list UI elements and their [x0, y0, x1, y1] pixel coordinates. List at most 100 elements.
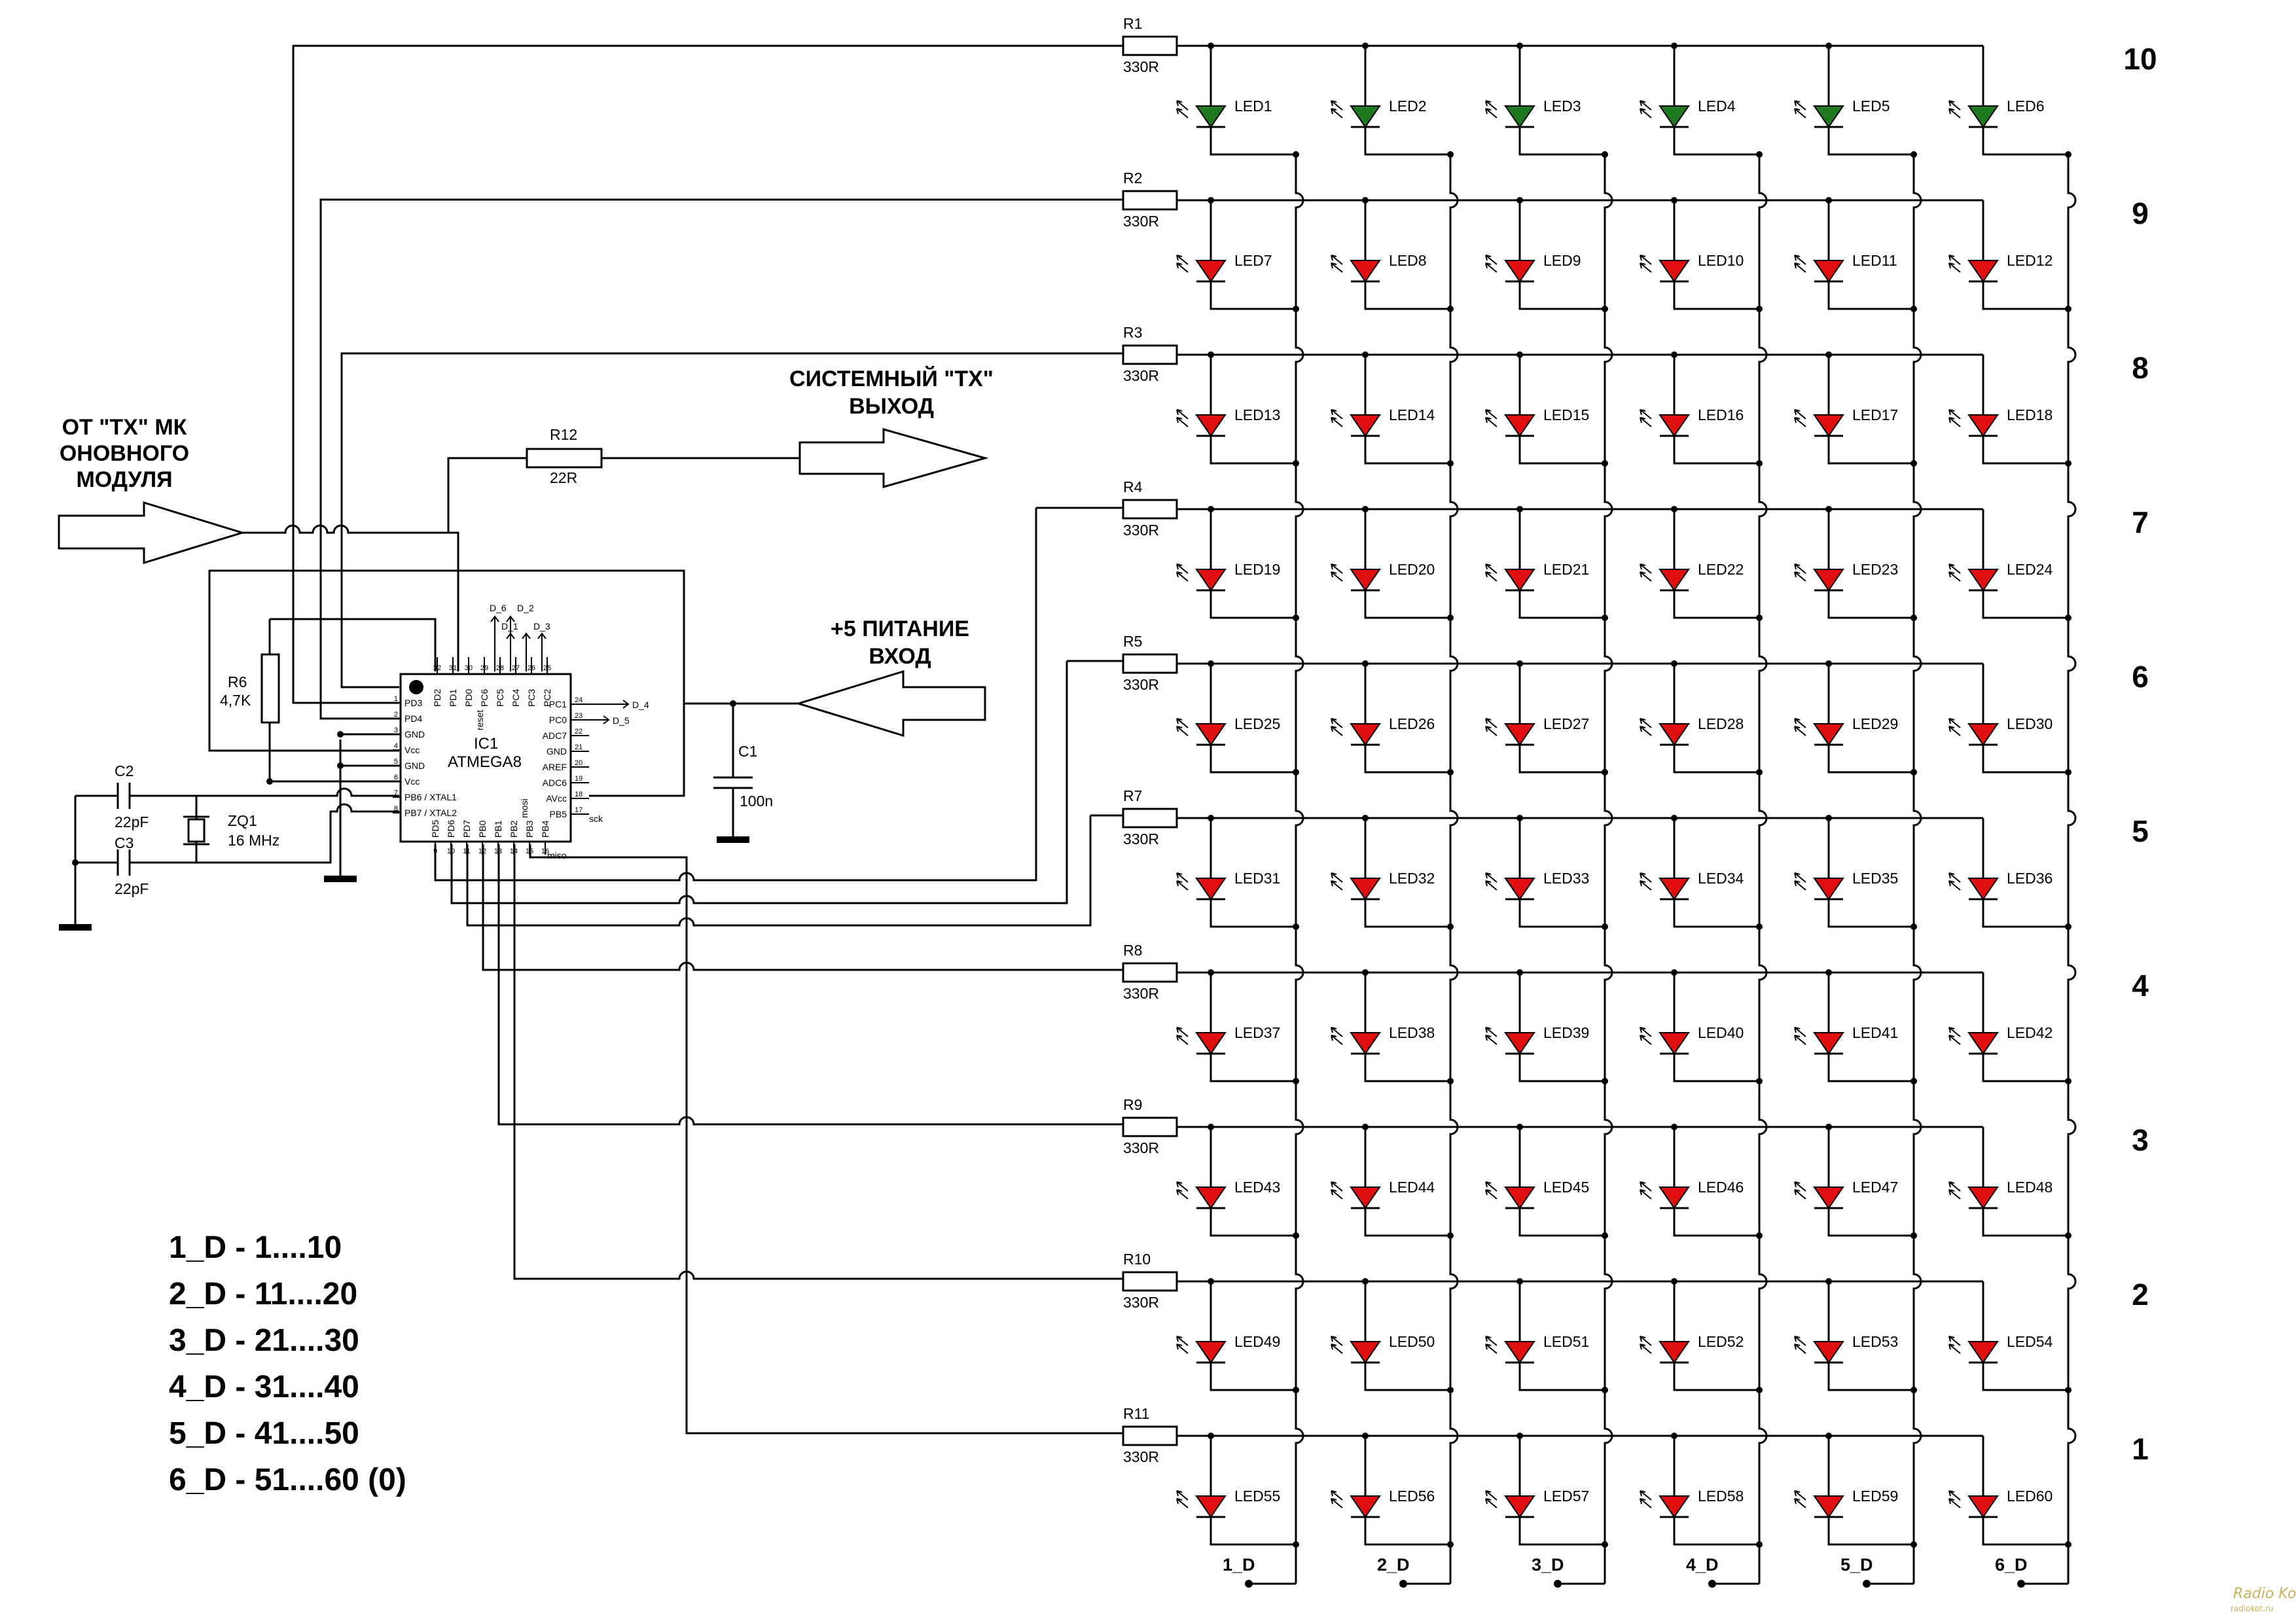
ic-pin-name: Vcc [404, 776, 420, 787]
ic1-sck-label: sck [589, 813, 603, 824]
led-cell: LED11 [1794, 197, 1917, 312]
led-label: LED5 [1852, 98, 1890, 115]
led-cell: LED19 [1176, 506, 1299, 621]
ic-pin-number: 17 [575, 806, 583, 814]
row-label: 9 [2132, 196, 2149, 230]
led-cell: LED14 [1331, 351, 1454, 467]
led-label: LED25 [1234, 715, 1280, 732]
ic-ground-symbol [324, 876, 357, 882]
led-diode-symbol [1504, 1341, 1535, 1364]
net-label-d6: D_6 [490, 603, 507, 613]
led-label: LED42 [2007, 1024, 2053, 1041]
row-resistor-value: 330R [1123, 1294, 1159, 1311]
ic-pin-name: GND [547, 746, 567, 757]
row-resistor-name: R2 [1123, 169, 1142, 187]
led-cell: LED49 [1176, 1278, 1299, 1393]
ic-pin-number: 16 [541, 847, 549, 855]
row-label: 8 [2132, 351, 2149, 385]
led-cell: LED34 [1640, 815, 1763, 930]
led-label: LED3 [1543, 98, 1581, 115]
led-label: LED56 [1389, 1488, 1435, 1505]
led-diode-symbol [1813, 1186, 1844, 1209]
led-cell: LED37 [1176, 969, 1299, 1084]
legend-line-3: 3_D - 21....30 [169, 1323, 359, 1358]
row-resistor [1122, 499, 1178, 520]
led-cell: LED3 [1485, 43, 1608, 158]
led-label: LED1 [1234, 98, 1272, 115]
led-label: LED32 [1389, 870, 1435, 887]
column-label: 6_D [1995, 1555, 2028, 1575]
ic1-mosi-label: mosi [519, 798, 529, 818]
tx-input-arrow: ОТ "ТХ" МК ОНОВНОГО МОДУЛЯ [58, 415, 246, 565]
ic-pin-number: 8 [394, 805, 398, 813]
row-label: 1 [2132, 1432, 2149, 1466]
watermark-line-2: radiokot.ru [2231, 1604, 2274, 1613]
led-label: LED4 [1698, 98, 1736, 115]
bus-r2 [319, 198, 1123, 671]
led-cell: LED9 [1485, 197, 1608, 312]
led-diode-symbol [1967, 260, 1999, 283]
led-diode-symbol [1195, 1341, 1227, 1364]
led-diode-symbol [1813, 260, 1844, 283]
led-diode-symbol [1504, 569, 1535, 592]
row-resistor-name: R11 [1123, 1405, 1150, 1422]
column-terminal [1399, 1580, 1407, 1588]
ic-pin-number: 30 [465, 664, 473, 672]
led-label: LED38 [1389, 1024, 1435, 1041]
led-diode-symbol [1813, 105, 1844, 128]
led-cell: LED32 [1331, 815, 1454, 930]
led-label: LED46 [1698, 1179, 1744, 1196]
column-bus [1295, 154, 1304, 1584]
led-cell: LED54 [1948, 1281, 2072, 1393]
led-cell: LED42 [1948, 972, 2072, 1084]
led-diode-symbol [1967, 723, 1999, 746]
bus-r3 [340, 352, 1123, 671]
legend-line-2: 2_D - 11....20 [169, 1277, 357, 1311]
led-diode-symbol [1659, 723, 1690, 746]
led-cell: LED39 [1485, 969, 1608, 1084]
led-cell: LED56 [1331, 1433, 1454, 1548]
led-label: LED52 [1698, 1333, 1744, 1350]
ic-pin-name: PD5 [430, 820, 440, 838]
led-cell: LED24 [1948, 509, 2072, 621]
legend-line-5: 5_D - 41....50 [169, 1416, 359, 1451]
r12-resistor [526, 448, 603, 469]
led-diode-symbol [1813, 569, 1844, 592]
net-label-d3: D_3 [533, 621, 550, 632]
ic-pin-number: 21 [575, 743, 583, 751]
led-cell: LED53 [1794, 1278, 1917, 1393]
led-diode-symbol [1967, 1032, 1999, 1055]
led-diode-symbol [1350, 1341, 1381, 1364]
led-diode-symbol [1504, 723, 1535, 746]
led-label: LED34 [1698, 870, 1744, 887]
led-label: LED41 [1852, 1024, 1898, 1041]
r6-resistor [260, 653, 280, 724]
led-cell: LED43 [1176, 1124, 1299, 1239]
ic-pin-name: PD3 [404, 698, 422, 708]
watermark-line-1: Radio Kot [2233, 1586, 2296, 1602]
ic-pin-name: PC6 [479, 689, 490, 707]
legend-line-6: 6_D - 51....60 (0) [169, 1463, 406, 1497]
row-label: 10 [2123, 42, 2157, 76]
row-resistor-name: R7 [1123, 787, 1142, 804]
c3-name: C3 [115, 834, 134, 851]
bus-r10 [513, 844, 1123, 1280]
led-label: LED36 [2007, 870, 2053, 887]
ic-pin-number: 23 [575, 712, 583, 720]
led-cell: LED55 [1176, 1433, 1299, 1548]
row-resistor-name: R10 [1123, 1251, 1151, 1268]
led-cell: LED58 [1640, 1433, 1763, 1548]
row-resistor [1122, 1271, 1178, 1292]
led-cell: LED59 [1794, 1433, 1917, 1548]
led-diode-symbol [1659, 1032, 1690, 1055]
ic-pin-name: PD1 [448, 689, 458, 707]
led-cell: LED5 [1794, 43, 1917, 158]
row-resistor-name: R8 [1123, 942, 1142, 959]
ic1-name: IC1 [474, 735, 498, 753]
led-label: LED54 [2007, 1333, 2053, 1350]
row-resistor-value: 330R [1123, 522, 1159, 539]
led-diode-symbol [1659, 1186, 1690, 1209]
led-diode-symbol [1504, 105, 1535, 128]
led-label: LED59 [1852, 1488, 1898, 1505]
